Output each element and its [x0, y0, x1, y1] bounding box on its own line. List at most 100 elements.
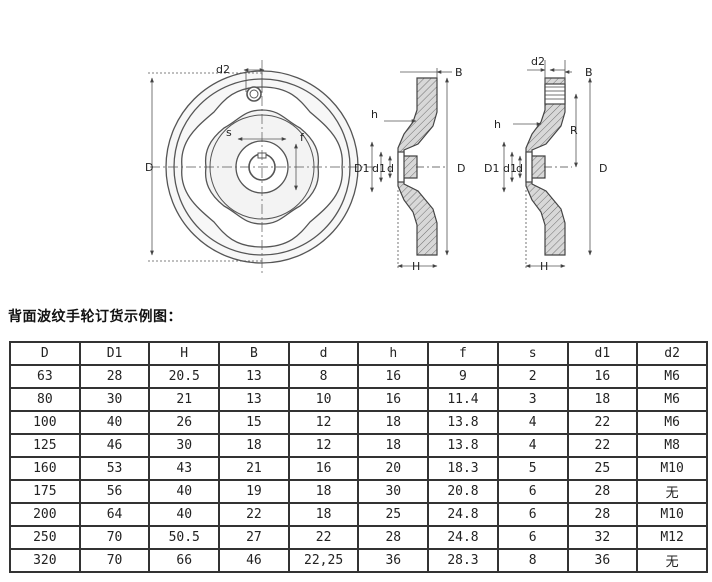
- order-example-caption: 背面波纹手轮订货示例图：: [8, 309, 182, 325]
- label-side1-D1: D1: [354, 162, 369, 175]
- table-cell: 28: [566, 502, 639, 527]
- table-cell: 64: [78, 502, 151, 527]
- table-cell: 30: [148, 433, 221, 458]
- table-cell: 175: [9, 479, 81, 504]
- col-header-d: d: [287, 341, 360, 366]
- table-cell: 28.3: [427, 548, 499, 573]
- table-cell: 19: [218, 479, 290, 504]
- table-cell: 20.8: [427, 479, 499, 504]
- table-cell: 18: [357, 433, 430, 458]
- table-cell: 18: [566, 387, 639, 412]
- technical-drawing: d2 s f D B h D1 d1 d D H: [145, 55, 607, 275]
- table-cell: 18: [287, 502, 360, 527]
- label-side1-B: B: [455, 66, 463, 79]
- table-cell: 46: [218, 548, 290, 573]
- table-cell: 70: [78, 525, 151, 550]
- table-cell: 100: [9, 410, 81, 435]
- table-cell: M10: [636, 502, 708, 527]
- section-view-1-dimensions: [370, 68, 452, 270]
- table-cell: 22: [566, 433, 639, 458]
- table-cell: 3: [496, 387, 569, 412]
- col-header-h: h: [357, 341, 430, 366]
- table-cell: 15: [218, 410, 290, 435]
- label-side2-d2: d2: [531, 55, 545, 68]
- table-cell: 22: [566, 410, 639, 435]
- col-header-D: D: [9, 341, 81, 366]
- table-cell: 36: [357, 548, 430, 573]
- section-view-2-dimensions: [502, 60, 592, 270]
- table-cell: 30: [78, 387, 151, 412]
- table-cell: 18: [218, 433, 290, 458]
- label-side2-d1: d1: [503, 162, 517, 175]
- table-cell: 40: [148, 479, 221, 504]
- table-cell: 25: [566, 456, 639, 481]
- table-cell: 63: [9, 364, 81, 389]
- table-cell: 8: [496, 548, 569, 573]
- table-cell: 无: [636, 548, 708, 573]
- label-side1-H: H: [412, 260, 420, 273]
- table-cell: 24.8: [427, 502, 499, 527]
- table-cell: 200: [9, 502, 81, 527]
- table-cell: 27: [218, 525, 290, 550]
- table-cell: 18: [357, 410, 430, 435]
- col-header-D1: D1: [78, 341, 151, 366]
- table-cell: 40: [148, 502, 221, 527]
- table-cell: M12: [636, 525, 708, 550]
- table-cell: 32: [566, 525, 639, 550]
- table-header-row: D D1 H B d h f s d1 d2: [9, 341, 708, 366]
- label-front-d2: d2: [216, 63, 230, 76]
- table-cell: 320: [9, 548, 81, 573]
- table-cell: 13.8: [427, 433, 499, 458]
- table-cell: 20.5: [148, 364, 221, 389]
- table-cell: 16: [287, 456, 360, 481]
- table-cell: 28: [78, 364, 151, 389]
- table-cell: 9: [427, 364, 499, 389]
- label-side2-B: B: [585, 66, 593, 79]
- table-cell: 25: [357, 502, 430, 527]
- table-cell: 6: [496, 479, 569, 504]
- table-cell: 26: [148, 410, 221, 435]
- table-cell: 53: [78, 456, 151, 481]
- label-side2-D1: D1: [484, 162, 499, 175]
- table-cell: 20: [357, 456, 430, 481]
- label-side1-D: D: [457, 162, 465, 175]
- table-cell: 13: [218, 387, 290, 412]
- table-cell: 70: [78, 548, 151, 573]
- label-side2-d: d: [516, 162, 523, 175]
- col-header-d1: d1: [566, 341, 639, 366]
- table-cell: 28: [357, 525, 430, 550]
- table-cell: 13: [218, 364, 290, 389]
- table-cell: 5: [496, 456, 569, 481]
- table-cell: 21: [148, 387, 221, 412]
- table-cell: 16: [566, 364, 639, 389]
- table-cell: 250: [9, 525, 81, 550]
- table-cell: 8: [287, 364, 360, 389]
- label-front-s: s: [226, 126, 232, 139]
- handwheel-section-view-1: [397, 77, 445, 256]
- table-cell: 24.8: [427, 525, 499, 550]
- label-side1-d: d: [387, 162, 394, 175]
- table-cell: 11.4: [427, 387, 499, 412]
- table-cell: 16: [357, 364, 430, 389]
- table-cell: 4: [496, 410, 569, 435]
- handwheel-front-view: [150, 60, 375, 275]
- label-side1-h: h: [371, 108, 378, 121]
- label-side2-D: D: [599, 162, 607, 175]
- table-cell: 6: [496, 502, 569, 527]
- label-side2-H: H: [540, 260, 548, 273]
- table-cell: 22: [218, 502, 290, 527]
- table-cell: 160: [9, 456, 81, 481]
- table-cell: M8: [636, 433, 708, 458]
- label-side2-R: R: [570, 124, 578, 137]
- table-cell: 56: [78, 479, 151, 504]
- table-cell: 16: [357, 387, 430, 412]
- col-header-B: B: [218, 341, 290, 366]
- table-cell: 22,25: [287, 548, 360, 573]
- table-cell: 46: [78, 433, 151, 458]
